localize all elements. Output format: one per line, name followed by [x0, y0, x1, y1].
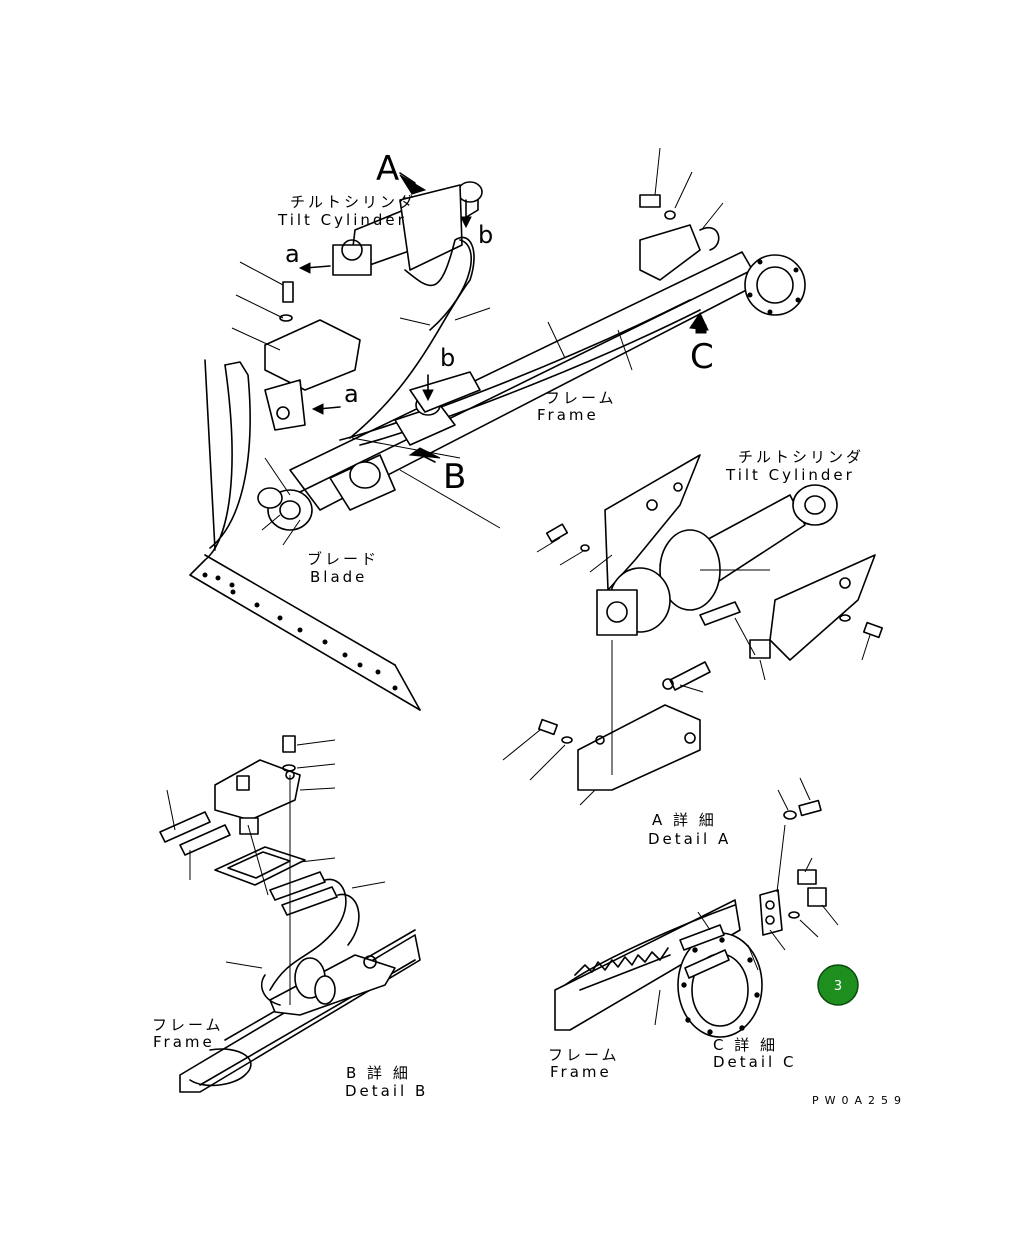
drawing-code: PW0A259	[812, 1094, 907, 1107]
main-assembly	[189, 147, 806, 711]
label-detail-c-jp: C 詳 細	[713, 1036, 778, 1054]
frame-bracket-c	[639, 194, 720, 281]
leader-lines-c	[654, 777, 839, 1026]
arrow-ref-a2	[311, 403, 341, 415]
label-detail-b-jp: B 詳 細	[346, 1064, 411, 1082]
label-tilt-cylinder-jp-top: チルトシリンダ	[290, 193, 416, 211]
arrow-ref-b2	[422, 374, 434, 402]
hose-main-2	[429, 239, 472, 331]
label-view-c: C	[690, 337, 714, 377]
arrow-view-c	[689, 311, 709, 334]
label-frame-jp-b: フレーム	[152, 1016, 224, 1034]
blade	[189, 359, 421, 711]
label-ref-b2: b	[440, 344, 455, 372]
label-frame-en-main: Frame	[537, 406, 599, 424]
arrow-ref-a1	[298, 262, 331, 274]
leader-lines-a	[502, 537, 871, 806]
label-view-a: A	[376, 149, 399, 189]
cable-c	[574, 947, 669, 976]
label-blade-jp: ブレード	[307, 550, 379, 568]
detail-b-drawing	[159, 735, 421, 1093]
page-number-badge[interactable]: 3	[817, 964, 859, 1006]
bracket-upper	[604, 454, 701, 591]
badge-number: 3	[834, 979, 842, 994]
label-detail-a-en: Detail A	[648, 830, 731, 848]
hose-main-3	[339, 299, 691, 441]
label-tilt-cylinder-en-top: Tilt Cylinder	[277, 211, 407, 229]
label-blade-en: Blade	[310, 568, 367, 586]
label-frame-en-b: Frame	[153, 1033, 215, 1051]
label-detail-a-jp: A 詳 細	[652, 811, 717, 829]
label-tilt-cylinder-en-detail: Tilt Cylinder	[725, 466, 855, 484]
label-frame-jp-main: フレーム	[545, 389, 617, 407]
tilt-cylinder-top	[332, 181, 483, 276]
detail-a-drawing	[502, 454, 884, 806]
arrow-ref-b1	[460, 199, 472, 229]
label-ref-a1: a	[285, 240, 300, 268]
bracket-box	[577, 704, 701, 791]
detail-c-drawing	[554, 777, 839, 1038]
bracket-right	[769, 554, 876, 661]
label-ref-a2: a	[344, 380, 359, 408]
pivot-bracket	[257, 454, 396, 531]
label-view-b: B	[443, 457, 466, 497]
label-detail-c-en: Detail C	[713, 1053, 796, 1071]
cover-plate	[264, 281, 361, 431]
label-frame-en-c: Frame	[550, 1063, 612, 1081]
frame-flange	[744, 254, 806, 316]
leader-lines-b	[166, 739, 386, 1005]
label-detail-b-en: Detail B	[345, 1082, 428, 1100]
label-tilt-cylinder-jp-detail: チルトシリンダ	[738, 448, 864, 466]
valve-block-b	[394, 371, 481, 446]
label-frame-jp-c: フレーム	[548, 1046, 620, 1064]
leader-lines-main	[231, 147, 724, 546]
frame-c	[554, 899, 741, 1031]
label-ref-b1: b	[478, 221, 493, 249]
hose-main-1	[349, 236, 475, 439]
arrow-view-a	[399, 172, 427, 195]
